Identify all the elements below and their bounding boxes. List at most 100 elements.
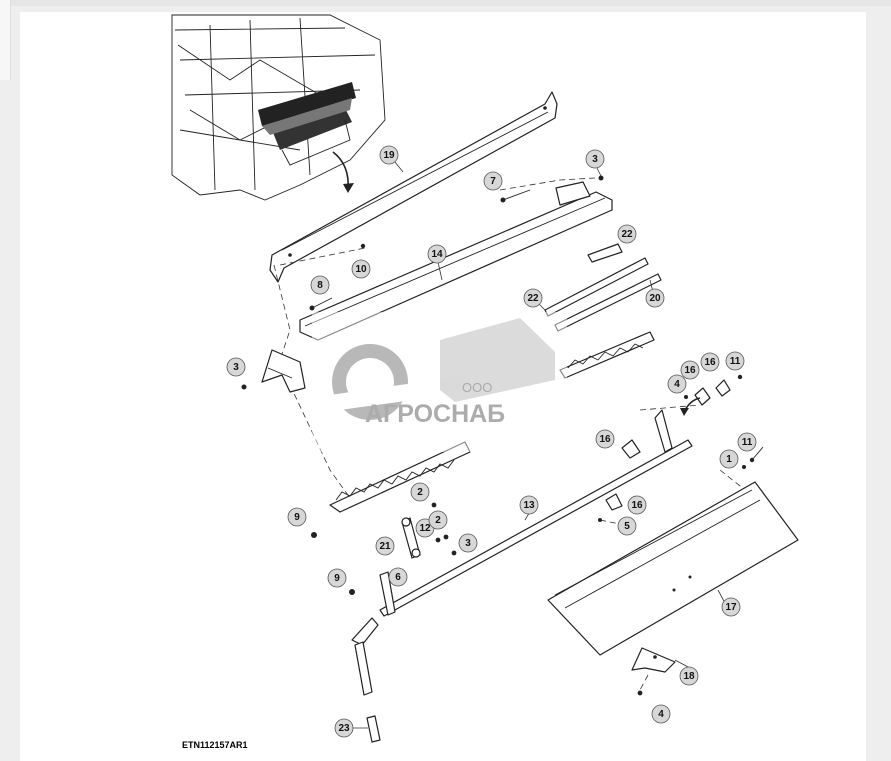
callout-10: 10 bbox=[351, 259, 371, 279]
callout-circle bbox=[523, 288, 543, 308]
callout-circle bbox=[327, 568, 347, 588]
callout-circle bbox=[721, 597, 741, 617]
callout-label: 9 bbox=[334, 573, 340, 584]
callout-label: 2 bbox=[435, 515, 441, 526]
figure-id: ETN112157AR1 bbox=[182, 740, 248, 750]
callout-label: 8 bbox=[317, 280, 323, 291]
callout-circle bbox=[388, 567, 408, 587]
callout-label: 1 bbox=[726, 454, 732, 465]
callout-circle bbox=[379, 145, 399, 165]
callout-4: 4 bbox=[651, 704, 671, 724]
callout-16: 16 bbox=[595, 429, 615, 449]
callout-label: 16 bbox=[631, 500, 643, 511]
callout-3: 3 bbox=[458, 533, 478, 553]
callout-9: 9 bbox=[287, 507, 307, 527]
callout-label: 4 bbox=[674, 379, 680, 390]
top-strip bbox=[0, 0, 891, 6]
callout-circle bbox=[651, 704, 671, 724]
callout-label: 16 bbox=[599, 434, 611, 445]
callout-circle bbox=[667, 374, 687, 394]
callout-16: 16 bbox=[680, 360, 700, 380]
callout-label: 13 bbox=[523, 500, 535, 511]
callout-label: 22 bbox=[527, 293, 539, 304]
callout-circle bbox=[458, 533, 478, 553]
callout-label: 5 bbox=[624, 521, 630, 532]
watermark-logo: ООО АГРОСНАБ bbox=[312, 312, 567, 452]
callout-label: 7 bbox=[490, 176, 496, 187]
callout-circle bbox=[226, 357, 246, 377]
callout-circle bbox=[627, 495, 647, 515]
callout-3: 3 bbox=[226, 357, 246, 377]
callout-20: 20 bbox=[645, 288, 665, 308]
callout-circle bbox=[680, 360, 700, 380]
callout-label: 21 bbox=[379, 541, 391, 552]
callout-2: 2 bbox=[410, 482, 430, 502]
part-rod-13 bbox=[379, 409, 693, 617]
callout-label: 14 bbox=[431, 249, 443, 260]
part-left-bracket bbox=[261, 349, 306, 393]
callout-circle bbox=[310, 275, 330, 295]
callout-label: 3 bbox=[592, 154, 598, 165]
callout-circle bbox=[719, 449, 739, 469]
callout-14: 14 bbox=[427, 244, 447, 264]
part-deflector-plate bbox=[269, 91, 558, 283]
callout-label: 2 bbox=[417, 487, 423, 498]
callout-label: 9 bbox=[294, 512, 300, 523]
callout-label: 19 bbox=[383, 150, 395, 161]
callout-2: 2 bbox=[428, 510, 448, 530]
part-linkage bbox=[401, 517, 421, 559]
callout-circle bbox=[725, 351, 745, 371]
callout-circle bbox=[410, 482, 430, 502]
part-bottom-pan-17 bbox=[547, 481, 799, 656]
callout-label: 11 bbox=[742, 437, 753, 448]
callout-label: 22 bbox=[621, 229, 633, 240]
callout-3: 3 bbox=[585, 149, 605, 169]
callout-circle bbox=[427, 244, 447, 264]
callout-label: 6 bbox=[395, 572, 401, 583]
part-serrated-bar bbox=[329, 331, 655, 513]
callout-label: 12 bbox=[419, 523, 431, 534]
part-bracket-18 bbox=[631, 647, 676, 673]
callout-1: 1 bbox=[719, 449, 739, 469]
assembly-lines bbox=[273, 177, 746, 691]
callout-label: 23 bbox=[338, 723, 350, 734]
callout-circle bbox=[351, 259, 371, 279]
callout-9: 9 bbox=[327, 568, 347, 588]
fasteners bbox=[241, 175, 764, 696]
callout-circle bbox=[679, 666, 699, 686]
callout-circle bbox=[428, 510, 448, 530]
callout-11: 11 bbox=[725, 351, 745, 371]
watermark-company: АГРОСНАБ bbox=[365, 400, 505, 428]
callout-circle bbox=[334, 718, 354, 738]
part-strips bbox=[544, 243, 662, 332]
left-panel-edge bbox=[0, 0, 11, 80]
callout-label: 17 bbox=[725, 602, 737, 613]
machine-overview-inset bbox=[171, 14, 386, 201]
watermark-prefix: ООО bbox=[462, 380, 492, 395]
part-clamps bbox=[605, 379, 731, 511]
callout-6: 6 bbox=[388, 567, 408, 587]
callout-17: 17 bbox=[721, 597, 741, 617]
callout-21: 21 bbox=[375, 536, 395, 556]
callout-circle bbox=[595, 429, 615, 449]
callout-23: 23 bbox=[334, 718, 354, 738]
callout-label: 10 bbox=[355, 264, 367, 275]
callout-circle bbox=[700, 352, 720, 372]
callout-16: 16 bbox=[700, 352, 720, 372]
callout-label: 3 bbox=[465, 538, 471, 549]
callout-circle bbox=[483, 171, 503, 191]
callout-circle bbox=[375, 536, 395, 556]
callout-8: 8 bbox=[310, 275, 330, 295]
callout-label: 4 bbox=[658, 709, 664, 720]
callout-circle bbox=[519, 495, 539, 515]
part-handle-23 bbox=[351, 617, 381, 743]
callout-circle bbox=[737, 432, 757, 452]
callout-circle bbox=[617, 516, 637, 536]
callout-label: 16 bbox=[684, 365, 696, 376]
callout-circle bbox=[287, 507, 307, 527]
callout-18: 18 bbox=[679, 666, 699, 686]
callout-13: 13 bbox=[519, 495, 539, 515]
callout-circle bbox=[617, 224, 637, 244]
callout-circle bbox=[585, 149, 605, 169]
